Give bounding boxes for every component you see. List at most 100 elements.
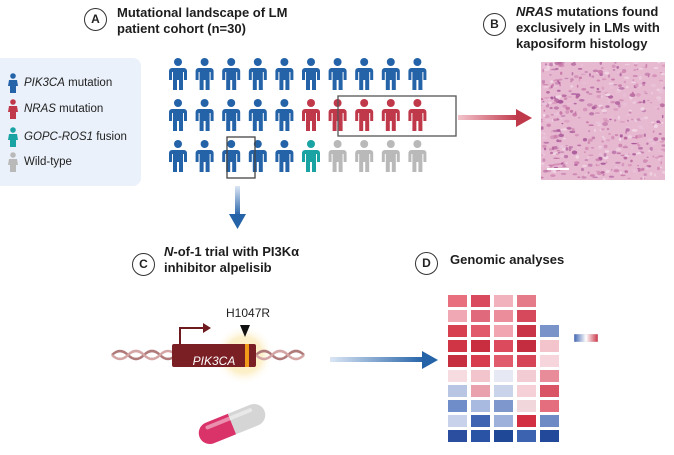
heatmap-cell [494, 385, 513, 397]
panel-b-title-line1: NRAS mutations found [516, 4, 660, 20]
patient-icon-pik3ca [169, 58, 187, 90]
heatmap-cell [540, 415, 559, 427]
patient-icon-pik3ca [328, 58, 347, 90]
heatmap-cell [540, 340, 559, 352]
patient-icon-fusion [302, 140, 320, 172]
heatmap-cell [471, 310, 490, 322]
panel-c-title-line1: N-of-1 trial with PI3Kα [164, 244, 299, 260]
legend-label: NRAS mutation [24, 103, 104, 115]
person-icon [8, 99, 18, 119]
legend-label: Wild-type [24, 156, 72, 168]
patient-icon-pik3ca [195, 140, 214, 172]
panel-a-title-line2: patient cohort (n=30) [117, 21, 246, 36]
heatmap-cell [471, 340, 490, 352]
legend-item-nras: NRAS mutation [6, 98, 103, 120]
patient-icon-pik3ca [275, 140, 294, 172]
patient-icon-pik3ca [222, 58, 241, 90]
patient-icon-pik3ca [248, 140, 267, 172]
heatmap-cell [471, 415, 490, 427]
panel-b-title-line2: exclusively in LMs with [516, 20, 660, 35]
heatmap-cell [448, 430, 467, 442]
heatmap-cell [540, 310, 559, 322]
legend-item-fusion: GOPC-ROS1 fusion [6, 126, 127, 148]
heatmap-cell [494, 370, 513, 382]
patient-icon-pik3ca [169, 140, 187, 172]
mutation-label: H1047R [226, 306, 271, 320]
patient-icon-nras [408, 99, 427, 131]
heatmap-cell [448, 325, 467, 337]
person-icon [8, 127, 18, 147]
panel-b-title: NRAS mutations found exclusively in LMs … [516, 4, 660, 52]
heatmap-cell [471, 385, 490, 397]
patient-icon-pik3ca [248, 58, 267, 90]
heatmap-cell [517, 370, 536, 382]
heatmap-cell [494, 325, 513, 337]
heatmap-cell [540, 370, 559, 382]
genomic-heatmap [448, 295, 562, 445]
panel-d-badge: D [415, 252, 438, 275]
panel-a-title: Mutational landscape of LM patient cohor… [117, 5, 287, 37]
heatmap-cell [517, 295, 536, 307]
heatmap-cell [517, 310, 536, 322]
heatmap-cell [471, 295, 490, 307]
heatmap-cell [540, 355, 559, 367]
heatmap-cell [517, 340, 536, 352]
legend-item-pik3ca: PIK3CA mutation [6, 72, 112, 94]
heatmap-cell [540, 385, 559, 397]
heatmap-cell [517, 430, 536, 442]
panel-a-badge: A [84, 8, 107, 31]
heatmap-cell [517, 415, 536, 427]
heatmap-cell [448, 370, 467, 382]
panel-a-title-line1: Mutational landscape of LM [117, 5, 288, 20]
patient-icon-pik3ca [222, 140, 241, 172]
patient-icon-wt [381, 140, 400, 172]
patient-icon-pik3ca [195, 58, 214, 90]
patient-cohort-grid [169, 58, 457, 179]
panel-b-title-gene: NRAS [516, 4, 553, 19]
arrow-right-icon [458, 109, 532, 127]
mutation-legend: PIK3CA mutation NRAS mutation GOPC-ROS1 … [0, 58, 141, 186]
pik3ca-gene-dna [111, 323, 305, 385]
fusion-highlight-box [226, 136, 256, 179]
panel-c-title-line2: inhibitor alpelisib [164, 260, 272, 275]
heatmap-cell [448, 400, 467, 412]
heatmap-cell [540, 295, 559, 307]
pill-icon [198, 404, 266, 444]
panel-c-badge: C [132, 253, 155, 276]
scale-bar [547, 168, 569, 170]
patient-icon-pik3ca [381, 58, 400, 90]
legend-label: PIK3CA mutation [24, 77, 113, 89]
heatmap-cell [471, 370, 490, 382]
heatmap-cell [471, 430, 490, 442]
nras-highlight-box [337, 95, 457, 137]
heatmap-cell [494, 430, 513, 442]
arrow-right-icon [330, 351, 438, 369]
heatmap-cell [471, 325, 490, 337]
heatmap-cell [448, 295, 467, 307]
patient-icon-pik3ca [355, 58, 374, 90]
heatmap-cell [540, 430, 559, 442]
heatmap-cell [471, 355, 490, 367]
legend-label: GOPC-ROS1 fusion [24, 131, 127, 143]
heatmap-cell [517, 400, 536, 412]
patient-icon-pik3ca [222, 99, 241, 131]
heatmap-cell [494, 310, 513, 322]
person-icon [8, 152, 18, 172]
panel-c-title-rest: -of-1 trial with PI3Kα [173, 244, 300, 259]
heatmap-cell [448, 385, 467, 397]
person-icon [8, 73, 18, 93]
patient-icon-pik3ca [408, 58, 427, 90]
patient-icon-wt [408, 140, 427, 172]
gene-label: PIK3CA [192, 354, 236, 368]
patient-icon-pik3ca [275, 99, 294, 131]
patient-icon-pik3ca [302, 58, 320, 90]
histology-texture [541, 62, 665, 180]
legend-item-wildtype: Wild-type [6, 151, 72, 173]
heatmap-cell [471, 400, 490, 412]
patient-icon-pik3ca [169, 99, 187, 131]
patient-icon-pik3ca [248, 99, 267, 131]
heatmap-cell [494, 295, 513, 307]
heatmap-cell [517, 325, 536, 337]
heatmap-color-legend [574, 334, 598, 342]
patient-icon-pik3ca [275, 58, 294, 90]
